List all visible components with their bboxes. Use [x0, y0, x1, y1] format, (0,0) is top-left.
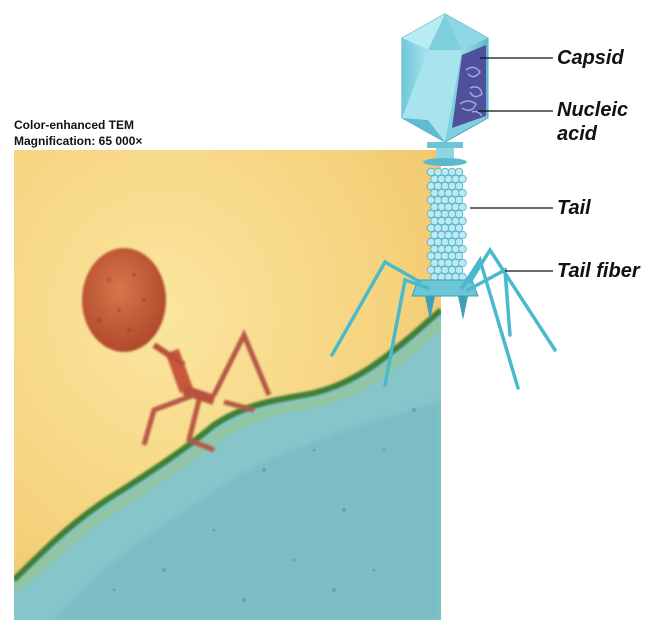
tail-bead	[431, 245, 439, 253]
tail-bead	[452, 259, 460, 267]
tail-bead	[452, 245, 460, 253]
tail-bead	[448, 266, 456, 274]
tail-bead	[455, 210, 463, 218]
tail-bead	[427, 224, 435, 232]
tail-bead	[441, 238, 449, 246]
tail-bead	[445, 217, 453, 225]
tail-bead	[441, 252, 449, 260]
tail-bead	[459, 203, 467, 211]
tail-bead	[431, 189, 439, 197]
tail-bead	[455, 196, 463, 204]
tail-bead	[445, 175, 453, 183]
tail-bead	[441, 210, 449, 218]
tail-bead	[431, 231, 439, 239]
label-tail-fiber: Tail fiber	[557, 259, 640, 283]
tail-bead	[452, 175, 460, 183]
tail-bead	[452, 217, 460, 225]
tail-bead	[452, 203, 460, 211]
tail-bead	[438, 217, 446, 225]
tail-bead	[434, 224, 442, 232]
tail-bead	[431, 175, 439, 183]
tail-bead	[445, 259, 453, 267]
tail-bead	[434, 252, 442, 260]
tail-bead	[459, 189, 467, 197]
tail-bead	[438, 189, 446, 197]
tail-bead	[448, 196, 456, 204]
tail-bead	[459, 231, 467, 239]
tail-bead	[441, 168, 449, 176]
tail-bead	[445, 231, 453, 239]
tail-bead	[448, 252, 456, 260]
label-tail: Tail	[557, 196, 591, 220]
tail-bead	[431, 259, 439, 267]
tail-bead	[434, 182, 442, 190]
tail-bead	[431, 217, 439, 225]
tail-bead	[434, 196, 442, 204]
tail-bead	[448, 224, 456, 232]
label-nucleic-line1: Nucleic	[557, 98, 628, 122]
tail-bead	[459, 259, 467, 267]
tail-bead	[459, 217, 467, 225]
tail-bead	[438, 231, 446, 239]
tail-bead	[445, 203, 453, 211]
tail-bead	[434, 210, 442, 218]
tail-bead	[427, 196, 435, 204]
tail-bead	[438, 203, 446, 211]
label-capsid: Capsid	[557, 46, 624, 70]
tail-bead	[459, 245, 467, 253]
tail-bead	[448, 182, 456, 190]
tail-bead	[438, 259, 446, 267]
collar	[427, 142, 463, 148]
label-nucleic-acid: Nucleic acid	[557, 98, 628, 146]
tail-bead	[455, 168, 463, 176]
tail-bead	[452, 189, 460, 197]
tail-bead	[452, 231, 460, 239]
tail-bead	[427, 266, 435, 274]
tail-bead	[434, 238, 442, 246]
tail-bead	[448, 168, 456, 176]
tail-bead	[441, 224, 449, 232]
tail-bead	[455, 266, 463, 274]
tail-bead	[427, 168, 435, 176]
tail-bead	[455, 238, 463, 246]
tail-bead	[441, 266, 449, 274]
tail-bead	[455, 182, 463, 190]
tail-bead	[459, 175, 467, 183]
tail-bead	[438, 175, 446, 183]
tail-bead	[441, 182, 449, 190]
tail-bead	[455, 252, 463, 260]
tail-bead	[431, 203, 439, 211]
tail-bead	[438, 245, 446, 253]
tail-bead	[427, 182, 435, 190]
tail-bead	[427, 238, 435, 246]
tail-bead	[445, 189, 453, 197]
tail-bead	[427, 252, 435, 260]
tail-bead	[434, 266, 442, 274]
tail-bead	[434, 168, 442, 176]
tail-bead	[445, 245, 453, 253]
tail-bead	[441, 196, 449, 204]
tail-bead	[448, 238, 456, 246]
tail-bead	[448, 210, 456, 218]
label-nucleic-line2: acid	[557, 122, 628, 146]
tail	[427, 168, 466, 288]
tail-bead	[455, 224, 463, 232]
tail-bead	[427, 210, 435, 218]
